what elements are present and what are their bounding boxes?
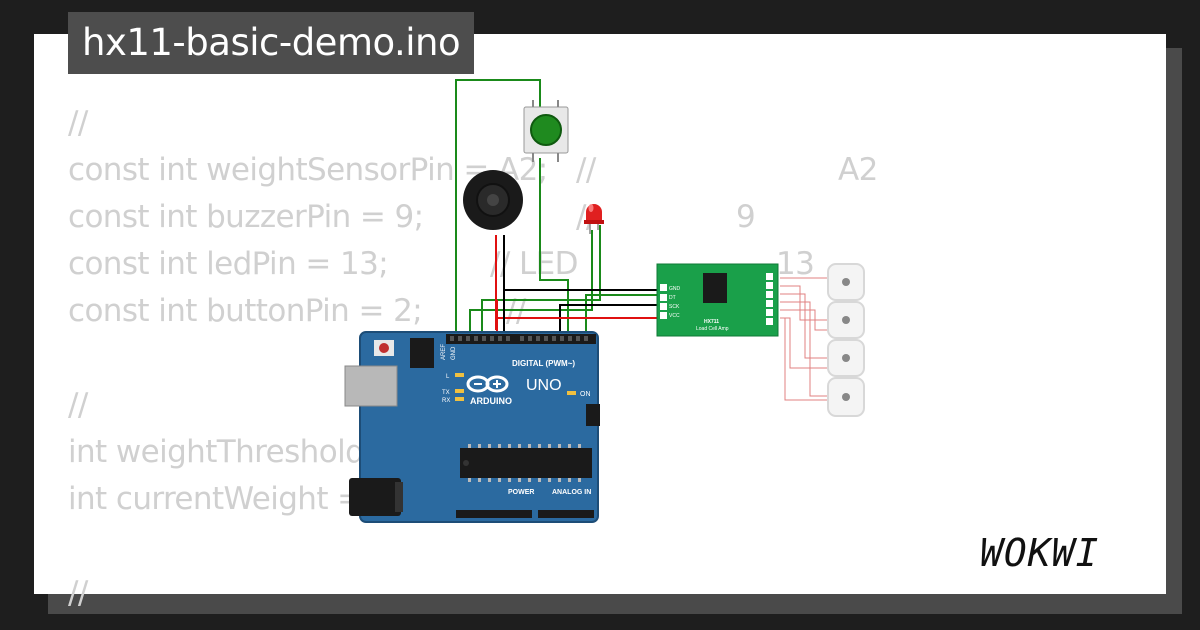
gnd-label: GND xyxy=(451,346,457,360)
power-header xyxy=(456,510,532,518)
hx711-pin-dt: DT xyxy=(669,295,676,301)
load-cells xyxy=(827,263,865,417)
code-text: const int ledPin = 13; xyxy=(68,246,389,282)
hx711-chip xyxy=(703,273,727,303)
rx-label: RX xyxy=(442,398,450,404)
dc-jack xyxy=(349,478,401,516)
analog-label: ANALOG IN xyxy=(552,489,591,496)
code-comment-value: 13 xyxy=(776,246,815,282)
hx711-pin-sck: SCK xyxy=(669,304,680,310)
atmega-chip xyxy=(460,448,592,478)
wire-green-led-gnd xyxy=(481,225,601,340)
wire-green-led xyxy=(469,230,593,340)
code-line: int weightThreshold xyxy=(68,429,968,476)
code-comment: // xyxy=(576,152,596,188)
arduino-uno-board: DIGITAL (PWM~) AREF GND UNO ARDUINO L TX… xyxy=(344,331,600,523)
code-line: // xyxy=(68,100,968,147)
wire-green-button-top xyxy=(455,79,541,340)
load-cell-2 xyxy=(827,301,865,339)
wires-load-cells xyxy=(780,277,830,401)
load-cell-3 xyxy=(827,339,865,377)
code-text: int weightThreshold xyxy=(68,434,365,470)
led-red xyxy=(584,204,604,234)
code-text: int currentWeight = xyxy=(68,481,363,517)
code-line: // xyxy=(68,382,968,429)
wire-green-button-pin xyxy=(539,158,569,340)
code-line: // xyxy=(68,570,968,617)
code-text: // xyxy=(68,387,88,423)
code-text: const int buzzerPin = 9; xyxy=(68,199,424,235)
project-card xyxy=(34,34,1166,594)
uno-label: UNO xyxy=(526,377,562,394)
code-line: int currentWeight = xyxy=(68,476,968,523)
load-cell-1 xyxy=(827,263,865,301)
aref-label: AREF xyxy=(441,344,447,360)
hx711-pin-gnd: GND xyxy=(669,286,681,292)
wire-green-dt xyxy=(585,294,660,340)
code-text: // xyxy=(68,105,88,141)
button-cap xyxy=(530,114,562,146)
load-cell-4 xyxy=(827,377,865,417)
l-label: L xyxy=(446,374,450,380)
wokwi-logo: WOKWI xyxy=(980,531,1099,575)
on-label: ON xyxy=(580,391,591,398)
power-label: POWER xyxy=(508,489,534,496)
arduino-brand: ARDUINO xyxy=(470,396,512,406)
reset-button xyxy=(379,343,389,353)
hx711-pin-vcc: VCC xyxy=(669,313,680,319)
pushbutton[interactable] xyxy=(523,100,569,162)
project-title: hx11-basic-demo.ino xyxy=(68,12,475,74)
code-text: const int buttonPin = 2; xyxy=(68,293,423,329)
code-comment-value: 9 xyxy=(736,199,756,235)
tx-label: TX xyxy=(442,390,450,396)
analog-header xyxy=(538,510,594,518)
buzzer xyxy=(463,170,523,230)
code-comment-value: A2 xyxy=(838,152,878,188)
wokwi-logo-text: WOKWI xyxy=(980,531,1099,575)
icsp-header xyxy=(410,338,434,368)
code-text: // xyxy=(68,575,88,611)
hx711-subtitle: Load Cell Amp xyxy=(696,326,729,332)
code-line: const int buzzerPin = 9;//9 xyxy=(68,194,968,241)
digital-label: DIGITAL (PWM~) xyxy=(512,359,575,368)
usb-port xyxy=(344,365,398,407)
hx711-module: GND DT SCK VCC HX711 Load Cell Amp xyxy=(656,263,779,337)
hx711-name: HX711 xyxy=(704,319,719,325)
arduino-logo xyxy=(466,375,509,393)
